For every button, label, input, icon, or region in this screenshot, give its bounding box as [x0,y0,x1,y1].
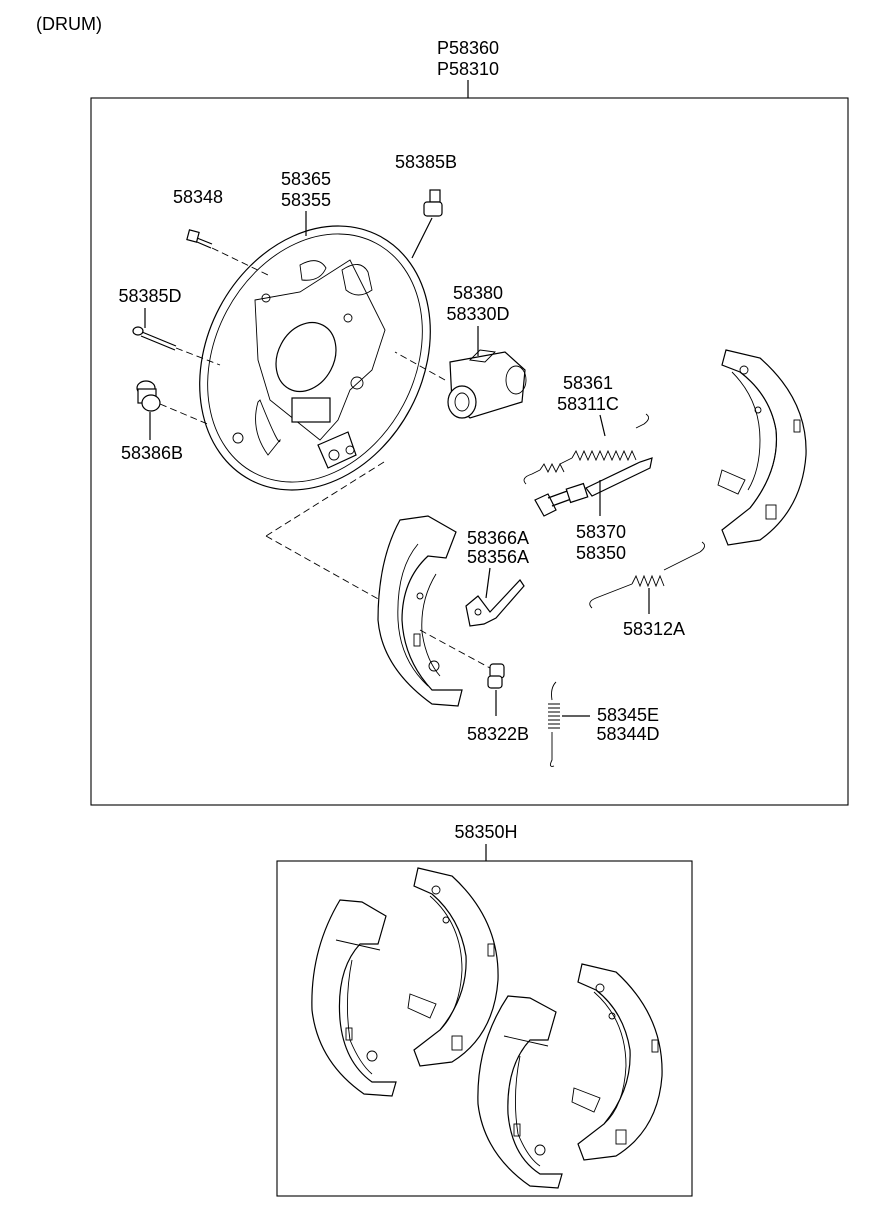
kit-code[interactable]: 58350H [454,822,517,842]
backing-plate[interactable] [155,185,475,530]
leader-58385B [411,217,433,259]
hold-down-spring-icon[interactable] [548,681,560,767]
leader-58366A [485,567,491,599]
callout-58355[interactable]: 58355 [281,190,331,210]
bleeder-screw-icon[interactable] [423,189,443,217]
callout-58356A[interactable]: 58356A [467,547,529,567]
brake-shoe-right[interactable] [717,349,807,546]
kit-shoe-4[interactable] [571,963,663,1161]
callout-58350[interactable]: 58350 [576,543,626,563]
kit-shoe-1[interactable] [311,899,397,1097]
callout-58365[interactable]: 58365 [281,169,331,189]
callout-58344D[interactable]: 58344D [596,724,659,744]
shoe-kit-frame [276,860,693,1197]
return-spring-icon[interactable] [589,541,705,609]
assembly-code-1[interactable]: P58360 [437,38,499,58]
callout-58385D[interactable]: 58385D [118,286,181,306]
brake-shoe-left[interactable] [377,515,463,707]
callout-58330D[interactable]: 58330D [446,304,509,324]
hold-down-pin-icon[interactable] [132,326,177,351]
wheel-cylinder-icon[interactable] [447,349,527,419]
kit-shoe-2[interactable] [407,867,499,1067]
callout-58370[interactable]: 58370 [576,522,626,542]
kit-shoe-3[interactable] [477,995,563,1189]
callout-58348[interactable]: 58348 [173,187,223,207]
adjuster-assembly-icon[interactable] [534,457,653,517]
parking-lever-icon[interactable] [465,579,525,627]
rubber-plug-icon[interactable] [136,380,161,412]
adjuster-spring-icon[interactable] [523,413,649,485]
assembly-code-2[interactable]: P58310 [437,59,499,79]
main-assembly-frame [90,97,849,806]
callout-58385B[interactable]: 58385B [395,152,457,172]
callout-58386B[interactable]: 58386B [121,443,183,463]
callout-58380[interactable]: 58380 [453,283,503,303]
leader-58361 [599,414,606,437]
callout-58366A[interactable]: 58366A [467,528,529,548]
shoe-clip-icon[interactable] [487,663,505,689]
diagram-title: (DRUM) [36,14,102,34]
bolt-58348-icon[interactable] [186,229,213,249]
callout-58361[interactable]: 58361 [563,373,613,393]
callout-58345E[interactable]: 58345E [597,705,659,725]
callout-58322B[interactable]: 58322B [467,724,529,744]
callout-58312A[interactable]: 58312A [623,619,685,639]
callout-58311C[interactable]: 58311C [557,394,619,414]
